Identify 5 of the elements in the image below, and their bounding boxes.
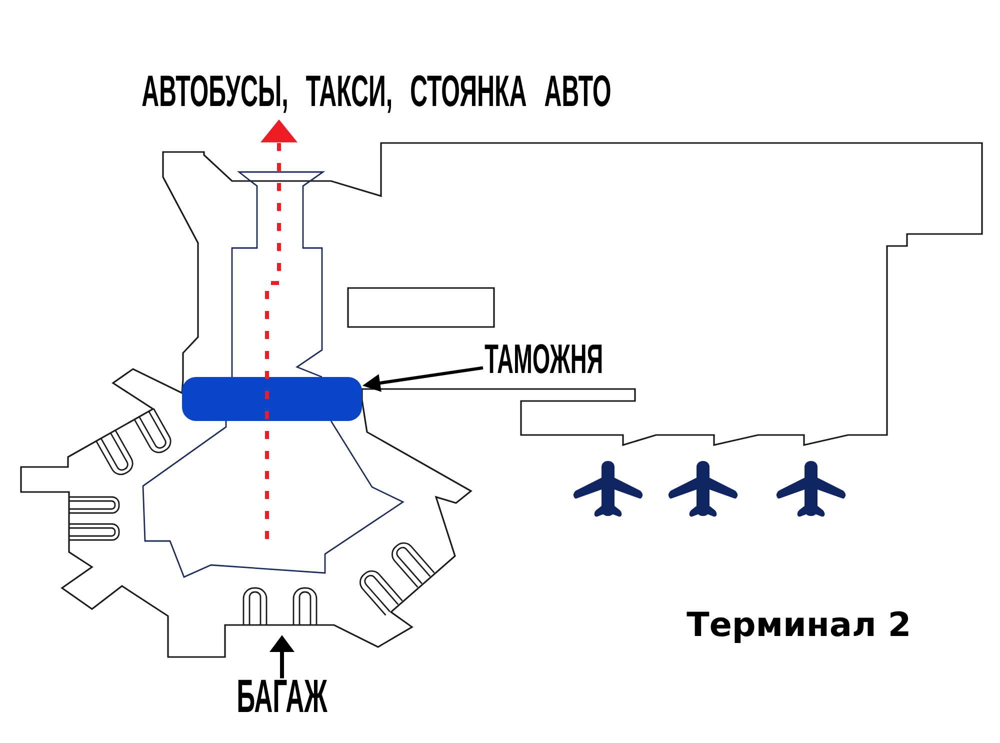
rounded-bar: [182, 377, 362, 421]
callout-label: БАГАЖ: [238, 680, 328, 712]
terminal-label: Терминал 2: [686, 611, 908, 643]
callout-label: ТАМОЖНЯ: [484, 344, 602, 374]
destination-label: АВТОБУСЫ, ТАКСИ, СТОЯНКА АВТО: [142, 75, 610, 113]
